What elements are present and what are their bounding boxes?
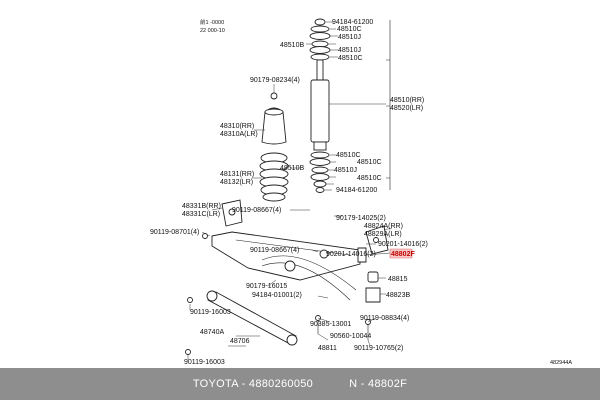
label-48520-LR: 48520(LR) [390,105,423,112]
footer-brand-number: TOYOTA - 4880260050 [192,378,314,390]
lower-washer-stack [309,151,331,193]
left-mount-bracket [202,199,243,239]
label-94184-61200-top: 94184-61200 [332,19,373,26]
label-48510C-3: 48510C [336,152,361,159]
figure-code: 482944A [550,360,572,366]
label-48510B-top: 48510B [280,42,304,49]
header-line-1: 前1 -0000 [200,18,224,26]
part-labels: 94184-61200 48510C 48510J 48510B 48510J … [150,19,572,366]
label-94184-01001: 94184-01001(2) [252,292,302,299]
label-48815: 48815 [388,276,408,283]
right-bracket [365,225,389,255]
label-90119-10765: 90119-10765(2) [354,345,403,352]
label-48510C-5: 48510C [357,175,382,182]
footer-bar: TOYOTA - 4880260050 N - 48802F [0,368,600,400]
label-48510C-1: 48510C [337,26,362,33]
label-90119-08701: 90119-08701(4) [150,229,199,236]
label-48740A: 48740A [200,329,224,336]
label-48824A-RR: 48824A(RR) [364,223,403,230]
label-48331B-RR: 48331B(RR) [182,203,221,210]
label-48132-LR: 48132(LR) [220,179,253,186]
bump-stop [261,92,287,145]
label-90119-16003-a: 90119-16003 [190,309,231,316]
label-90119-08667-a: 90119-08667(4) [232,207,281,214]
label-48510J-3: 48510J [334,167,357,174]
stabilizer-link [357,247,367,263]
label-90179-08234: 90179-08234(4) [250,77,300,84]
shock-bracket-ticks [386,59,390,179]
axle-assembly [211,231,361,301]
footer-part-number: N - 48802F [349,378,408,390]
shock-absorber [310,59,330,151]
label-48510B-mid: 48510B [280,165,304,172]
coil-spring [259,152,289,202]
bracket-48823B [365,287,381,303]
label-48510-RR: 48510(RR) [390,97,424,104]
label-48706: 48706 [230,338,250,345]
label-90119-08667-b: 90119-08667(4) [250,247,299,254]
label-90385-13001: 90385-13001 [310,321,351,328]
label-48510C-4: 48510C [357,159,382,166]
label-94184-61200-bot: 94184-61200 [336,187,377,194]
label-48310A-LR: 48310A(LR) [220,131,258,138]
bushing-48815 [367,271,379,283]
leader-lines [187,21,393,360]
label-48823B: 48823B [386,292,410,299]
label-90119-08834: 90119-08834(4) [360,315,409,322]
label-48310-RR: 48310(RR) [220,123,254,130]
label-90201-14016-a: 90201-14016(2) [378,241,428,248]
label-90119-16003-b: 90119-16003 [184,359,225,366]
label-48802F-highlight: 48802F [391,251,415,258]
label-90179-14025: 90179-14025(2) [336,215,386,222]
diagram-canvas: 前1 -0000 22 000-10 [150,18,572,366]
top-washer-stack [309,18,331,61]
label-90201-14016-b: 90201-14016(2) [326,251,376,258]
label-48829A-LR: 48829A(LR) [364,231,402,238]
lower-bolt-3 [185,349,191,355]
label-90179-16015: 90179-16015 [246,283,287,290]
label-48131-RR: 48131(RR) [220,171,254,178]
label-48331C-LR: 48331C(LR) [182,211,220,218]
label-48510J-1: 48510J [338,34,361,41]
label-48510C-2: 48510C [338,55,363,62]
label-90560-10044: 90560-10044 [330,333,371,340]
header-line-2: 22 000-10 [200,28,225,34]
label-48811: 48811 [318,345,337,352]
lateral-rod [187,290,298,346]
label-48510J-2: 48510J [338,47,361,54]
highlight-box [389,248,413,259]
